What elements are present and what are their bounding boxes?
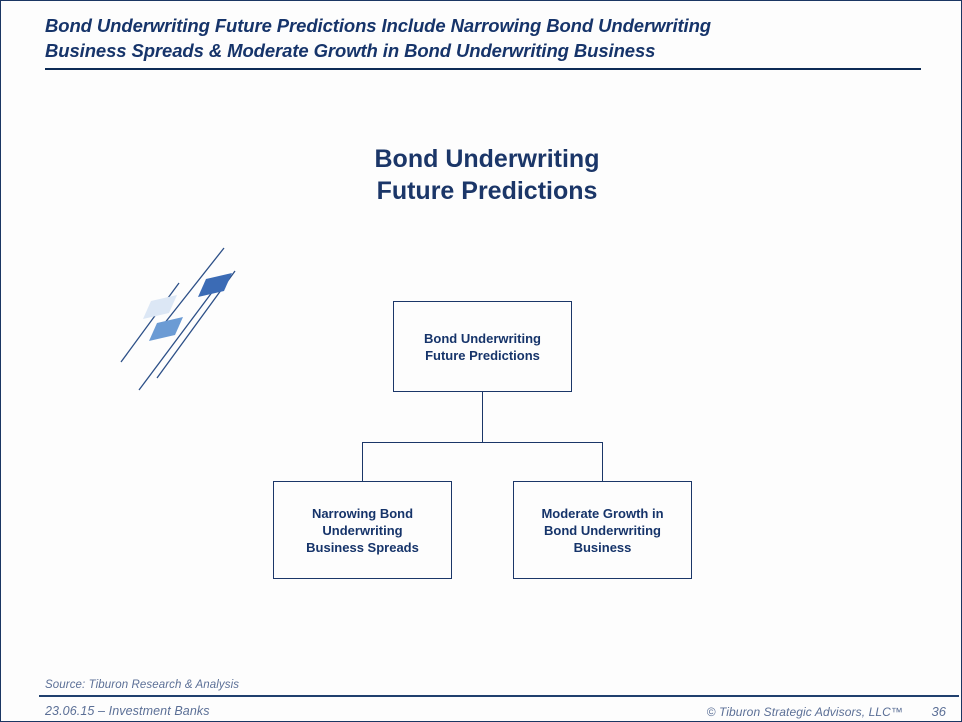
- slide-header: Bond Underwriting Future Predictions Inc…: [45, 13, 921, 63]
- source-note: Source: Tiburon Research & Analysis: [45, 679, 240, 691]
- footer-divider: [39, 695, 959, 697]
- connector-horizontal-bus: [362, 442, 603, 443]
- tiburon-logo-mark: [113, 247, 273, 395]
- chart-title: Bond Underwriting Future Predictions: [374, 145, 600, 205]
- connector-right-vertical: [602, 442, 603, 481]
- connector-left-vertical: [362, 442, 363, 481]
- page-number: 36: [931, 704, 946, 719]
- org-node-child-right: Moderate Growth in Bond Underwriting Bus…: [513, 481, 692, 579]
- footer-copyright: © Tiburon Strategic Advisors, LLC™: [706, 705, 903, 719]
- footer-date-topic: 23.06.15 – Investment Banks: [45, 704, 210, 718]
- org-node-root: Bond Underwriting Future Predictions: [393, 301, 572, 392]
- header-divider: [45, 68, 921, 70]
- page-title: Bond Underwriting Future Predictions Inc…: [45, 15, 712, 61]
- connector-root-vertical: [482, 392, 483, 442]
- org-node-child-left: Narrowing Bond Underwriting Business Spr…: [273, 481, 452, 579]
